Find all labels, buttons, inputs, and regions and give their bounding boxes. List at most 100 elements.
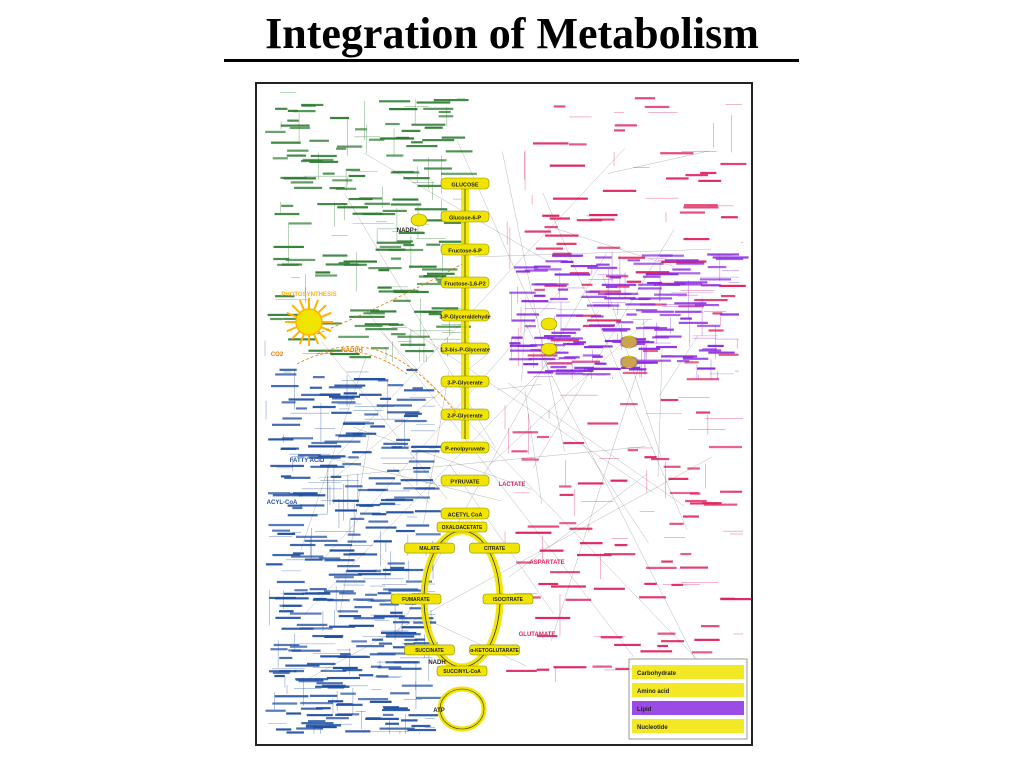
lipid-region-compound-label [411,450,440,453]
lipid-region-compound-label [319,393,341,396]
amino-acid-region-compound-label [657,632,676,635]
lipid-region-compound-label [352,432,377,435]
carbohydrate-region-compound-label [416,101,451,104]
nucleotide-region-compound-label [413,642,438,645]
amino-acid-region-compound-label [675,260,707,263]
lipid-region-compound-label [343,422,375,425]
side-label: NADP+ [397,228,418,234]
aromatic-region-compound-label [514,266,539,269]
nucleotide-region-compound-label [307,720,326,723]
carbohydrate-region-compound-label [436,325,472,328]
aromatic-region-compound-label [592,355,603,358]
amino-acid-region-compound-label [515,531,552,534]
page-title: Integration of Metabolism [265,9,759,58]
tca-node-label: FUMARATE [402,597,430,603]
lipid-region-compound-label [270,384,299,388]
aromatic-region-compound-label [596,263,610,266]
aromatic-region-compound-label [638,347,661,350]
lipid-region-compound-label [332,397,355,400]
nucleotide-region-compound-label [295,678,329,681]
amino-acid-region-compound-label [534,288,545,291]
carbohydrate-region-compound-label [393,299,411,302]
amino-acid-region-compound-label [708,329,724,332]
aromatic-region-compound-label [584,367,618,370]
central-node-badge [440,507,490,520]
carbohydrate-region-compound-label [287,119,299,122]
nucleotide-region-compound-label [288,649,302,652]
nucleotide-region-compound-label [274,597,309,600]
lipid-region-compound-label [308,445,342,448]
aromatic-region-compound-label [604,297,636,300]
aromatic-region-compound-label [543,334,571,338]
carbohydrate-region-compound-label [422,139,455,142]
aromatic-region-compound-label [712,256,749,259]
lipid-region-compound-label [332,499,359,502]
lipid-region-compound-label [358,573,391,576]
amino-acid-region-compound-label [593,587,625,590]
amino-acid-region-compound-label [579,542,603,545]
nucleotide-region-compound-label [376,675,389,678]
aromatic-region-compound-label [570,264,598,268]
carbohydrate-region-compound-label [309,160,339,163]
sun-ray [317,330,327,340]
cross-pathway-connector [367,311,634,658]
carbohydrate-region-compound-label [426,272,455,275]
aromatic-region-compound-label [674,302,707,305]
aromatic-region-compound-label [510,349,545,352]
aromatic-region-compound-label [708,351,735,354]
nucleotide-region-compound-label [337,703,353,706]
amino-acid-region-compound-label [550,571,580,574]
amino-acid-region-compound-label [605,275,629,278]
carbohydrate-region-compound-label [275,295,295,298]
central-node-label: Fructose-6-P [448,249,482,255]
aromatic-region-compound-label [589,324,615,327]
central-node-badge [440,408,490,421]
amino-acid-region-compound-label [587,422,619,425]
carbohydrate-region-compound-label [398,231,425,235]
cofactor-bubble [540,317,558,331]
nucleotide-region-compound-label [299,627,333,630]
lipid-region-compound-label [284,476,311,479]
amino-acid-region-compound-label [661,260,681,264]
amino-acid-region-compound-label [592,665,612,668]
central-node-badge [440,441,490,454]
nucleotide-region-compound-label [296,623,328,626]
nucleotide-region-compound-label [415,696,446,699]
aromatic-region-compound-label [697,367,716,370]
nucleotide-region-compound-label [316,682,343,685]
amino-acid-region-compound-label [616,285,630,288]
carbohydrate-region-compound-label [310,154,337,158]
nucleotide-region-compound-label [340,653,351,656]
amino-acid-region-compound-label [569,143,587,146]
carbohydrate-region-compound-label [422,310,438,313]
lipid-region-compound-label [408,460,435,463]
nucleotide-region-compound-label [370,599,396,602]
carbohydrate-region-compound-label [280,124,310,127]
lipid-region-compound-label [287,514,318,517]
amino-acid-region-compound-label [719,490,742,493]
central-node-label: GLUCOSE [451,183,479,189]
amino-acid-region-compound-label [712,312,723,315]
carbohydrate-region-compound-label [346,168,361,171]
aromatic-region-compound-label [652,336,669,339]
aromatic-region-compound-label [509,342,521,345]
tca-node-badge [469,644,520,656]
amino-acid-region-compound-label [577,553,612,557]
amino-acid-region-compound-label [622,371,648,375]
carbohydrate-region-compound-label [325,263,359,266]
tca-node-badge [469,542,520,554]
amino-acid-region-compound-label [683,206,719,209]
sun-ray [317,304,327,314]
aromatic-region-compound-label [641,310,674,313]
nucleotide-region-compound-label [407,728,437,732]
nucleotide-region-compound-label [320,669,347,673]
nucleotide-region-compound-label [390,611,403,614]
carbohydrate-region-compound-label [405,349,434,353]
lipid-region-compound-label [292,506,303,510]
nucleotide-region-compound-label [327,700,344,703]
amino-acid-region-compound-label [709,445,743,449]
lipid-region-compound-label [287,504,302,507]
carbohydrate-region-compound-label [354,128,367,131]
amino-acid-region-compound-label [516,561,532,564]
